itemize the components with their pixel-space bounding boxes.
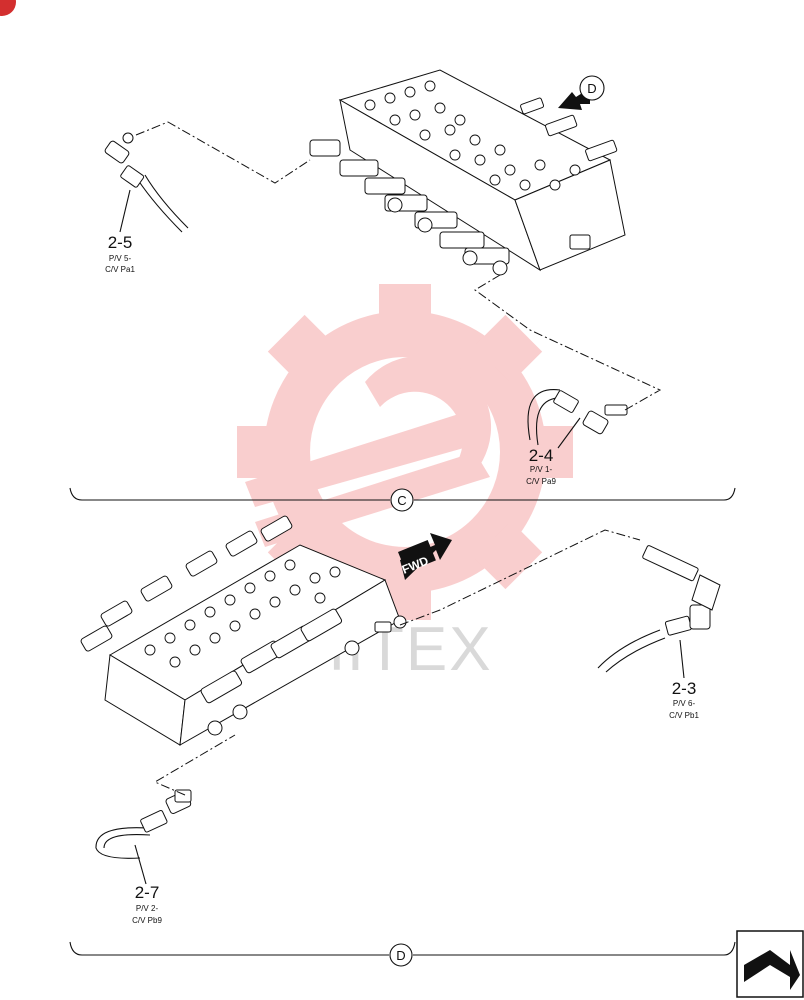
section-c-bracket: C: [69, 487, 736, 512]
hose-2-5: [104, 132, 189, 233]
svg-text:P/V 6-: P/V 6-: [673, 699, 696, 708]
svg-text:P/V 2-: P/V 2-: [136, 904, 159, 913]
view-arrow-label: D: [587, 81, 596, 96]
svg-text:2-7: 2-7: [135, 883, 160, 902]
hose-2-4: [527, 389, 628, 446]
svg-text:2-3: 2-3: [672, 679, 697, 698]
svg-text:P/V 1-: P/V 1-: [530, 465, 553, 474]
svg-text:P/V 5-: P/V 5-: [109, 254, 132, 263]
section-d-label: D: [396, 948, 405, 963]
svg-text:C/V Pa1: C/V Pa1: [105, 265, 135, 274]
svg-text:C/V Pb9: C/V Pb9: [132, 916, 162, 925]
callout-2-5: 2-5 P/V 5- C/V Pa1: [105, 233, 135, 274]
upper-control-valve: [309, 69, 626, 276]
svg-text:C/V Pb1: C/V Pb1: [669, 711, 699, 720]
hose-2-7: [95, 789, 192, 859]
hose-2-3: [597, 545, 721, 673]
section-d-bracket: D: [69, 941, 736, 967]
svg-text:2-4: 2-4: [529, 446, 554, 465]
callout-2-7: 2-7 P/V 2- C/V Pb9: [132, 883, 162, 925]
view-d-arrow: D: [558, 75, 605, 110]
next-page-icon[interactable]: [736, 930, 804, 998]
callout-2-4: 2-4 P/V 1- C/V Pa9: [526, 446, 556, 486]
svg-text:C/V Pa9: C/V Pa9: [526, 477, 556, 486]
svg-text:2-5: 2-5: [108, 233, 133, 252]
callout-2-3: 2-3 P/V 6- C/V Pb1: [669, 679, 699, 720]
section-c-label: C: [397, 493, 406, 508]
lower-control-valve: [80, 515, 407, 746]
corner-badge-icon: [0, 0, 16, 16]
